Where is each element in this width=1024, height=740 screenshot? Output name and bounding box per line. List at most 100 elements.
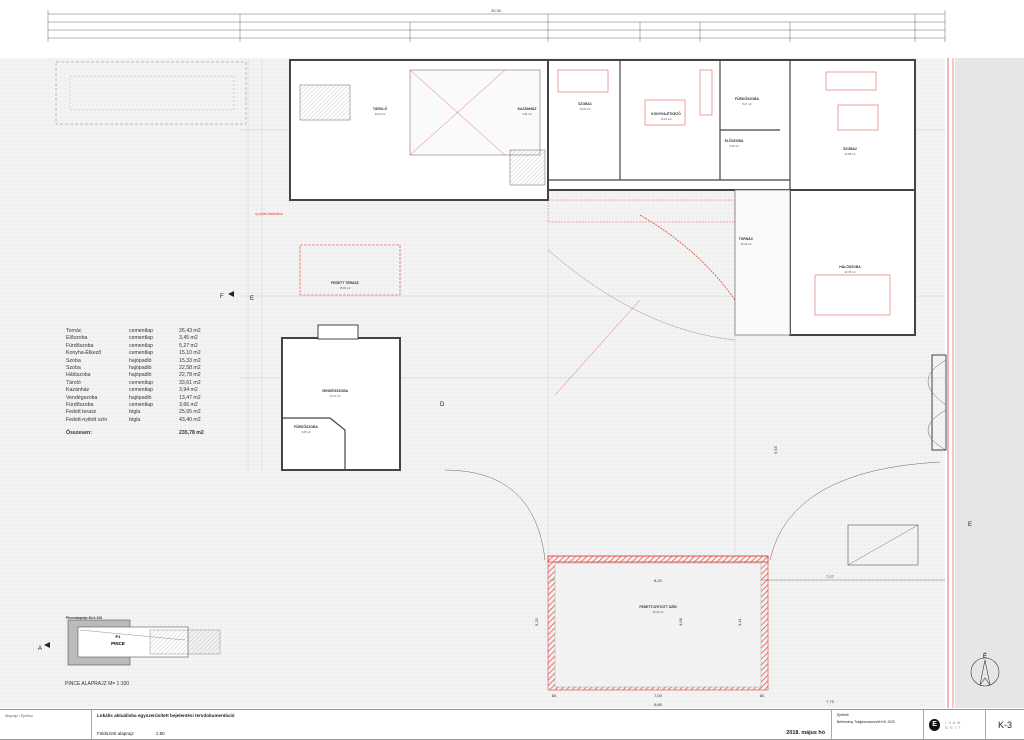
total-label: Összesen:	[66, 430, 92, 437]
small-planter	[847, 524, 919, 566]
area-cell-area: 15,33 m2	[179, 357, 201, 364]
tornac-porch	[734, 189, 791, 336]
right-dimension-2: 7,73	[826, 699, 835, 704]
room-area-furdo: 5,27 m2	[742, 102, 752, 106]
room-area-szin: 43,40 m2	[653, 610, 664, 614]
area-cell-room: Fedett-nyitott szín	[66, 416, 108, 423]
section-marker-f: F	[220, 294, 224, 300]
area-cell-floor: tégla	[129, 416, 141, 423]
drawing-name: Földszinti alaprajz	[97, 731, 134, 736]
room-area-terasz: 25,65 m2	[340, 286, 351, 290]
red-diagonal	[409, 69, 506, 156]
area-cell-floor: cementlap	[129, 387, 153, 394]
area-cell-floor: hajópadló	[129, 357, 152, 364]
area-cell-floor: cementlap	[129, 335, 153, 342]
pavilion-inner: 7,00	[654, 693, 663, 698]
area-table-row: Tároló cementlap 33,61 m2	[66, 380, 219, 387]
top-total-dimension: 30,30	[491, 8, 502, 13]
room-area-eloszoba: 3,45 m2	[729, 144, 739, 148]
room-label-tornac: TORNÁC	[739, 236, 754, 241]
project-title: Lokális aktuálisba egyszerűsített bejele…	[97, 713, 235, 718]
north-label: É	[983, 653, 987, 660]
area-cell-room: Tároló	[66, 379, 81, 386]
basement-room-name: PINCE	[111, 641, 125, 646]
room-label-konyha: KONYHA-ÉTKEZŐ	[651, 111, 681, 116]
area-total-row: Összesen: 235,78 m2	[66, 430, 219, 437]
area-cell-room: Szoba	[66, 357, 81, 364]
area-table-row: Konyha-Étkező cementlap 15,10 m2	[66, 350, 219, 357]
room-label-terasz: FEDETT TERASZ	[331, 281, 359, 285]
area-cell-floor: cementlap	[129, 401, 153, 408]
area-cell-room: Vendégszoba	[66, 394, 98, 401]
gate-swing-arc-right	[769, 461, 941, 561]
area-cell-room: Fürdőszoba	[66, 401, 94, 408]
area-cell-area: 5,27 m2	[179, 342, 198, 349]
covered-terrace-outline	[299, 244, 401, 296]
room-label-kazanhaz: KAZÁNHÁZ	[518, 106, 537, 111]
room-area-taro: 33,61 m2	[375, 112, 386, 116]
room-area-kazanhaz: 3,94 m2	[522, 112, 532, 116]
canopy-inner	[69, 75, 235, 111]
area-cell-room: Kazánház	[66, 387, 90, 394]
interior-walls	[548, 60, 791, 190]
pavilion-beam	[547, 555, 769, 563]
tornac-open-area	[409, 69, 541, 156]
area-cell-area: 33,61 m2	[179, 379, 201, 386]
section-marker-e-right: E	[968, 522, 972, 528]
bedroom-wing-walls	[789, 189, 916, 336]
room-area-szoba2: 22,58 m2	[845, 152, 856, 156]
basement-diagonal	[79, 629, 186, 641]
gate-arc	[927, 359, 947, 451]
courtyard-arc	[547, 249, 736, 341]
area-table-row: Kazánház cementlap 3,94 m2	[66, 387, 219, 394]
section-marker-a: A	[38, 646, 42, 652]
room-label-taro: TÁROLÓ	[373, 106, 388, 111]
pavilion-depth: 4,58	[678, 617, 683, 626]
room-area-tornac: 26,43 m2	[741, 242, 752, 246]
area-cell-room: Tornác	[66, 328, 82, 334]
pavilion-width: 8,20	[654, 578, 663, 583]
basement-room-code: P1	[116, 634, 122, 639]
planter-diagonal	[847, 524, 919, 566]
area-table-row: Fedett-nyitott szín tégla 43,40 m2	[66, 417, 219, 424]
area-cell-area: 22,58 m2	[179, 364, 201, 371]
room-area-vendeg: 13,47 m2	[330, 394, 341, 398]
area-cell-room: Fürdőszoba	[66, 342, 94, 349]
room-label-szin: FEDETT-NYITOTT SZÍN	[639, 604, 677, 609]
client-value: Bérlemény Tulajdonosvezető Kft. 2020	[837, 720, 896, 724]
right-dimension: 7,27	[826, 574, 835, 579]
pavilion-height: 5,25	[534, 617, 539, 626]
area-cell-floor: cementlap	[129, 379, 153, 386]
furniture-red	[557, 69, 891, 316]
area-cell-area: 3,94 m2	[179, 387, 198, 394]
pavilion-side-b: 60	[760, 693, 765, 698]
area-cell-floor: hajópadló	[129, 372, 152, 379]
room-label-furdo2: FÜRDŐSZOBA	[294, 424, 318, 429]
sheet-number: K-3	[997, 719, 1012, 730]
room-area-halo: 22,78 m2	[845, 270, 856, 274]
area-cell-floor: cementlap	[129, 350, 153, 357]
area-cell-room: Konyha-Étkező	[66, 350, 102, 357]
room-area-furdo2: 3,66 m2	[301, 430, 311, 434]
area-table-row: Szoba hajópadló 15,33 m2	[66, 358, 219, 365]
client-label: Építtető	[837, 713, 849, 717]
entry-steps	[509, 149, 546, 186]
pavilion-side-a: 60	[552, 693, 557, 698]
north-arrow-needle-icon	[979, 659, 991, 686]
tb-main-cell: Lokális aktuálisba egyszerűsített bejele…	[92, 710, 832, 739]
canopy-outline	[55, 61, 247, 125]
area-cell-area: 15,10 m2	[179, 350, 201, 357]
tb-left-label: Alaprajz / Építész	[5, 714, 33, 718]
section-markers: F E D E A	[38, 291, 972, 652]
guest-house-walls	[281, 337, 401, 471]
room-label-vendeg: VENDÉGSZOBA	[322, 388, 349, 393]
area-cell-area: 43,40 m2	[179, 416, 201, 423]
gate-swing-arc-left	[444, 469, 546, 561]
basement-plan-title: PINCE ALAPRAJZ M= 1:100	[65, 681, 130, 687]
street-gate	[931, 354, 947, 451]
